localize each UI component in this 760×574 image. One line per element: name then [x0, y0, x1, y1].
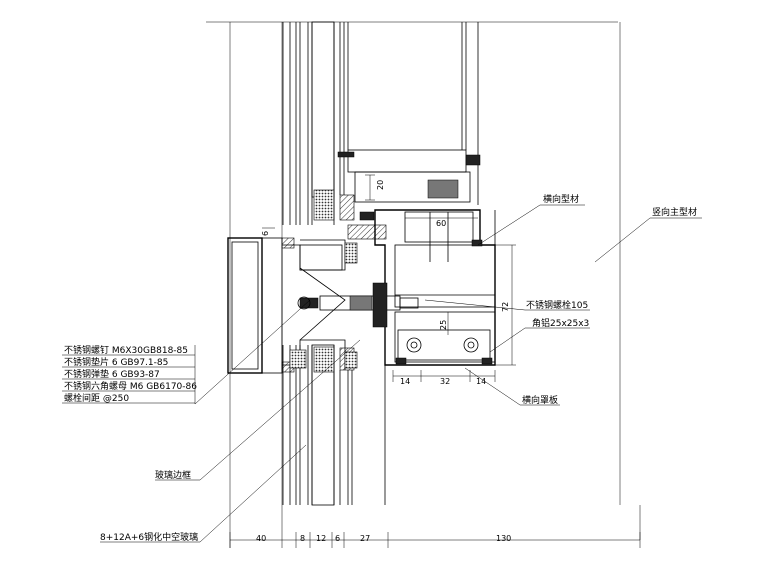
vertical-boundary-lines: [229, 22, 641, 548]
label-mullion-profile: 竖向主型材: [652, 206, 697, 218]
label-transom-cover: 横向罩板: [522, 394, 558, 406]
svg-text:6: 6: [335, 534, 340, 543]
spec-row: 不锈钢弹垫 6 GB93-87: [64, 368, 160, 380]
spec-row: 不锈钢六角螺母 M6 GB6170-86: [64, 380, 197, 392]
leader-lines: [100, 204, 702, 543]
label-glass: 8+12A+6钢化中空玻璃: [100, 531, 198, 543]
bottom-dimension-chain: 40 8 12 6 27 130: [229, 532, 641, 548]
dimension-6: 6: [261, 227, 275, 236]
insulated-glass-unit: [282, 22, 313, 505]
svg-text:130: 130: [496, 534, 511, 543]
svg-text:32: 32: [440, 377, 450, 386]
svg-text:40: 40: [256, 534, 266, 543]
svg-text:8: 8: [300, 534, 305, 543]
edge-gaskets: [344, 224, 387, 369]
cover-dimensions: 14 32 14: [392, 370, 496, 386]
svg-text:60: 60: [436, 219, 446, 228]
lower-frame: [333, 345, 386, 505]
transom-profile: [359, 209, 496, 366]
svg-text:14: 14: [476, 377, 486, 386]
spec-table-lines: [62, 345, 196, 404]
spec-row: 不锈钢垫片 6 GB97.1-85: [64, 356, 168, 368]
svg-text:12: 12: [316, 534, 326, 543]
spec-row: 不锈钢螺钉 M6X30GB818-85: [64, 344, 188, 356]
label-glass-frame: 玻璃边框: [155, 469, 191, 481]
transom-cover-plate: [395, 329, 493, 365]
pressure-cap: [227, 237, 346, 374]
svg-text:14: 14: [400, 377, 410, 386]
bolt-assembly: [297, 282, 419, 328]
dimension-25: 25: [439, 312, 449, 335]
svg-text:25: 25: [439, 320, 448, 330]
svg-text:27: 27: [360, 534, 370, 543]
dimension-20: 20: [365, 174, 385, 201]
spec-row: 螺栓间距 @250: [64, 392, 129, 404]
label-transom-profile: 横向型材: [543, 193, 579, 205]
svg-text:6: 6: [261, 231, 270, 236]
label-angle: 角铝25x25x3: [532, 317, 589, 329]
svg-text:72: 72: [501, 302, 510, 312]
upper-frame: [333, 22, 481, 225]
dimension-60: 60: [405, 217, 478, 228]
dimension-72: 72: [495, 244, 516, 366]
label-bolt: 不锈钢螺栓105: [526, 299, 588, 311]
svg-text:20: 20: [376, 180, 385, 190]
